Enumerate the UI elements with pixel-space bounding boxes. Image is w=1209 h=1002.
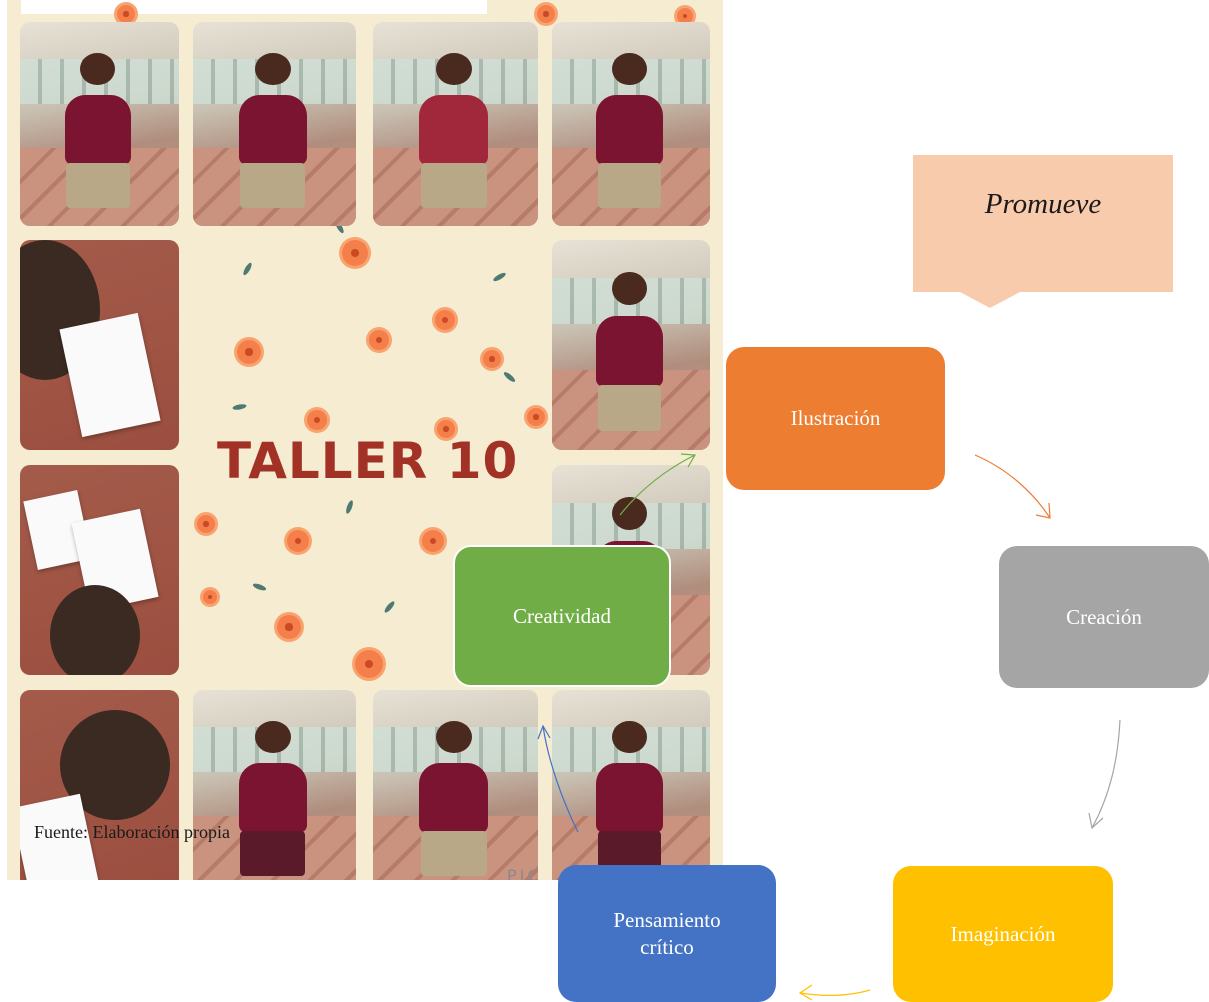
flower-decoration: [483, 350, 501, 368]
flower-decoration: [203, 590, 217, 604]
flower-decoration: [197, 515, 215, 533]
photo-student-singing: [373, 690, 538, 880]
flower-decoration: [422, 530, 444, 552]
arrow-creatividad-to-ilustracion-head: [680, 453, 697, 468]
flower-decoration: [527, 408, 545, 426]
photo-student-singing: [193, 690, 356, 880]
photo-collage: TALLER 10 PIC: [7, 0, 723, 880]
arrow-creacion-to-imaginacion: [1091, 719, 1121, 829]
photo-student-writing: [20, 690, 179, 880]
flower-decoration: [435, 310, 455, 330]
photo-student-singing: [373, 22, 538, 226]
photo-student-singing: [552, 240, 710, 450]
flower-decoration: [437, 420, 455, 438]
cycle-node-label: Creatividad: [513, 603, 611, 628]
cycle-node-label: Creación: [1066, 604, 1142, 629]
arrow-pensamiento-to-creatividad: [542, 725, 579, 833]
cycle-node-label: Imaginación: [950, 921, 1056, 946]
arrow-imaginacion-to-pensamiento: [799, 989, 871, 996]
flower-decoration: [677, 8, 693, 24]
flower-decoration: [277, 615, 301, 639]
promueve-callout-tail: [960, 292, 1020, 308]
figure-source-caption: Fuente: Elaboración propia: [34, 822, 230, 842]
collage-watermark: PIC: [507, 866, 542, 880]
photo-student-drawing: [20, 465, 179, 675]
flower-decoration: [117, 5, 135, 23]
arrow-creacion-to-imaginacion-head: [1088, 812, 1104, 830]
photo-student-singing: [20, 22, 179, 226]
cycle-node-label: Ilustración: [790, 406, 881, 431]
flower-decoration: [287, 530, 309, 552]
flower-decoration: [355, 650, 383, 678]
cycle-node-label: Pensamiento crítico: [613, 908, 721, 959]
collage-top-strip: [21, 0, 487, 14]
cycle-node-pensamiento-critico: Pensamiento crítico: [558, 865, 776, 1002]
cycle-node-imaginacion: Imaginación: [893, 866, 1113, 1002]
promueve-callout-text: Promueve: [984, 188, 1102, 220]
flower-decoration: [237, 340, 261, 364]
photo-student-writing: [20, 240, 179, 450]
flower-decoration: [307, 410, 327, 430]
collage-title: TALLER 10: [217, 432, 519, 490]
cycle-node-ilustracion: Ilustración: [726, 347, 945, 490]
arrow-creatividad-to-ilustracion: [619, 454, 696, 516]
photo-student-singing: [193, 22, 356, 226]
flower-decoration: [342, 240, 368, 266]
cycle-node-creatividad: Creatividad: [453, 545, 671, 687]
photo-student-singing: [552, 22, 710, 226]
arrow-ilustracion-to-creacion-head: [1035, 502, 1051, 519]
arrow-imaginacion-to-pensamiento-head: [798, 984, 813, 1001]
promueve-callout: [913, 155, 1173, 292]
flower-decoration: [537, 5, 555, 23]
flower-decoration: [369, 330, 389, 350]
arrow-pensamiento-to-creatividad-head: [537, 724, 551, 740]
arrow-ilustracion-to-creacion: [974, 454, 1051, 519]
cycle-node-creacion: Creación: [999, 546, 1209, 688]
